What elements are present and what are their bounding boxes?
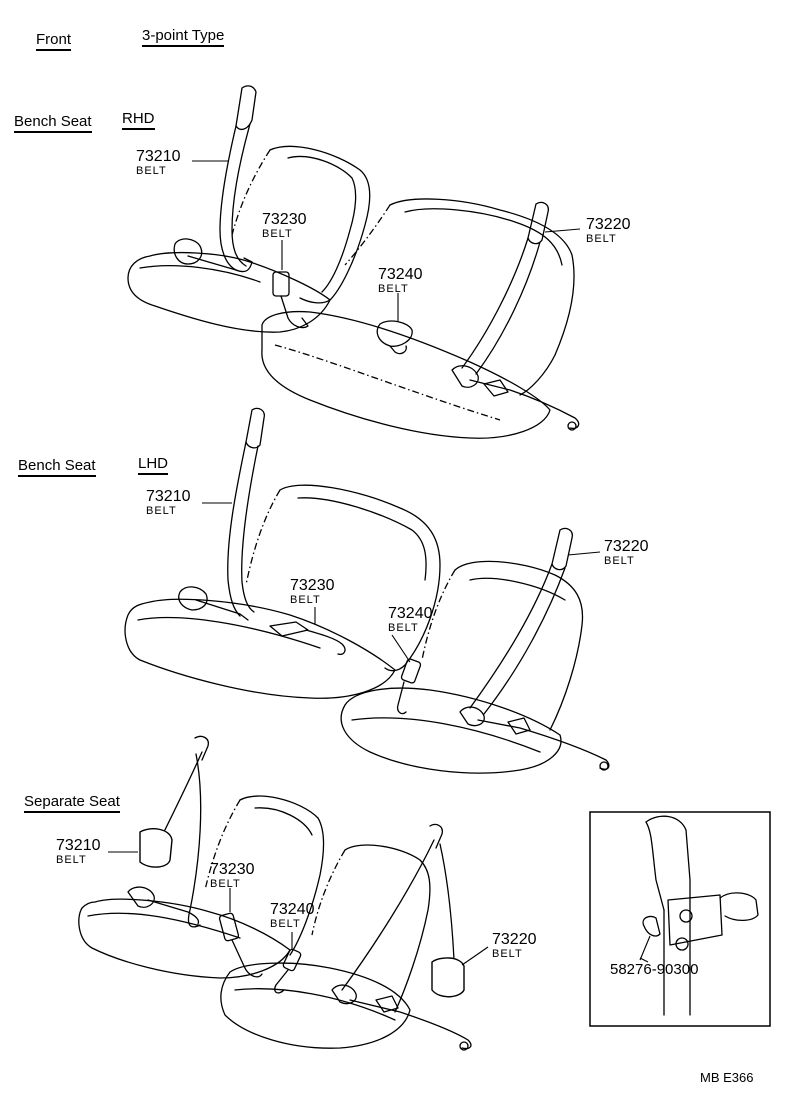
part-label: 73230 BELT: [262, 212, 307, 240]
part-name: BELT: [388, 622, 419, 634]
part-number: 73230: [290, 577, 335, 594]
part-name: BELT: [210, 878, 241, 890]
part-label: 73220 BELT: [492, 932, 537, 960]
section-title: Bench Seat: [14, 114, 92, 133]
part-number: 73240: [270, 901, 315, 918]
rhd-bench-seat-illustration: [127, 85, 580, 439]
leader-lines: [108, 160, 649, 966]
part-label: 73240 BELT: [378, 267, 423, 295]
section-side: LHD: [138, 456, 169, 475]
section-title: Separate Seat: [24, 794, 120, 813]
part-name: BELT: [136, 165, 167, 177]
section-title: Bench Seat: [18, 458, 96, 477]
part-name: BELT: [146, 505, 177, 517]
part-number: 73210: [146, 488, 191, 505]
inset-frame: [589, 811, 771, 1027]
front-heading: Front: [36, 32, 72, 51]
part-number: 73220: [586, 216, 631, 233]
part-label: 73210 BELT: [146, 489, 191, 517]
part-name: BELT: [378, 283, 409, 295]
part-number: 73240: [378, 266, 423, 283]
part-label: 73220 BELT: [604, 539, 649, 567]
section-side: RHD: [122, 111, 155, 130]
inset-detail: [589, 811, 771, 1027]
part-number: 73230: [262, 211, 307, 228]
type-heading: 3-point Type: [142, 28, 225, 47]
part-name: BELT: [56, 854, 87, 866]
part-number: 73240: [388, 605, 433, 622]
part-label: 73240 BELT: [270, 902, 315, 930]
part-name: BELT: [270, 918, 301, 930]
part-name: BELT: [262, 228, 293, 240]
part-label: 73240 BELT: [388, 606, 433, 634]
diagram-code: MB E366: [700, 1070, 754, 1085]
part-label: 73210 BELT: [56, 838, 101, 866]
part-number: 73210: [56, 837, 101, 854]
lhd-bench-seat-illustration: [124, 407, 610, 774]
part-label: 73230 BELT: [210, 862, 255, 890]
part-number: 73230: [210, 861, 255, 878]
part-label: 73230 BELT: [290, 578, 335, 606]
inset-part-label: 58276-90300: [610, 962, 698, 977]
part-label: 73220 BELT: [586, 217, 631, 245]
inset-part-number: 58276-90300: [610, 961, 699, 978]
part-number: 73220: [604, 538, 649, 555]
part-number: 73220: [492, 931, 537, 948]
part-name: BELT: [604, 555, 635, 567]
part-name: BELT: [586, 233, 617, 245]
separate-seat-illustration: [78, 735, 472, 1051]
part-number: 73210: [136, 148, 181, 165]
part-name: BELT: [492, 948, 523, 960]
part-name: BELT: [290, 594, 321, 606]
part-label: 73210 BELT: [136, 149, 181, 177]
